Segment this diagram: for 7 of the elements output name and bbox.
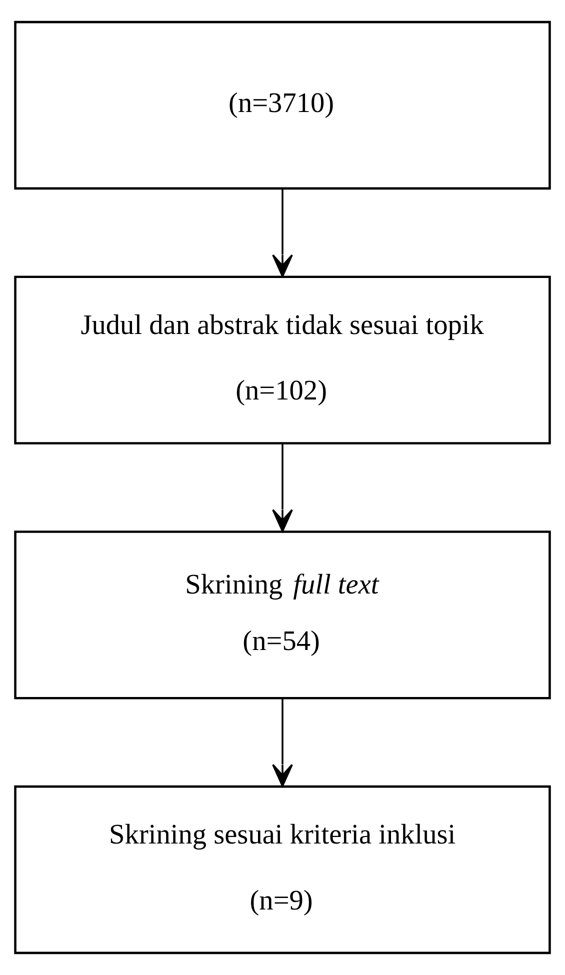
node-box: Skrining sesuai kriteria inklusi (n=9) xyxy=(14,785,551,954)
arrow xyxy=(272,188,293,278)
node-box: Skrining full text (n=54) xyxy=(14,530,551,700)
node-box: (n=3710) xyxy=(14,20,551,190)
arrow xyxy=(272,698,293,787)
node-box: Judul dan abstrak tidak sesuai topik (n=102) xyxy=(14,276,551,444)
arrow xyxy=(272,443,293,532)
